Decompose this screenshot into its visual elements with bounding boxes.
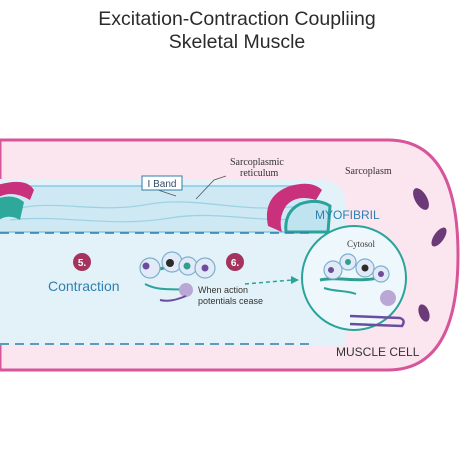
- sarcoplasmic-reticulum-band: [0, 186, 312, 232]
- sarcoplasm-label: Sarcoplasm: [345, 166, 392, 177]
- step-5-badge: [73, 253, 91, 271]
- when-action-label-line-2: potentials cease: [198, 296, 263, 306]
- relaxation-arrow: [244, 279, 293, 285]
- cytosol-zoom-circle: [301, 225, 407, 331]
- mitochondrion-1: [413, 188, 429, 210]
- title-line-2: Skeletal Muscle: [168, 31, 306, 53]
- contracted-filament-cluster: [139, 251, 216, 302]
- terminal-cisterna-right: [266, 183, 322, 232]
- title-line-1: Excitation-Contraction Coupliing: [98, 8, 376, 30]
- i-band-label: I Band: [148, 179, 177, 190]
- step-6-number: 6.: [231, 258, 240, 269]
- contraction-label: Contraction: [48, 278, 120, 294]
- mitochondrion-3: [418, 304, 430, 322]
- muscle-cell-label: MUSCLE CELL: [336, 345, 420, 359]
- cytosol-label: Cytosol: [347, 239, 376, 249]
- sarcoplasmic-reticulum-label-line-1: Sarcoplasmic: [230, 157, 284, 168]
- step-5-number: 5.: [78, 258, 87, 269]
- i-band-label-box: [141, 175, 183, 191]
- terminal-cisterna-left: [0, 181, 34, 200]
- when-action-label-line-1: When action: [198, 285, 248, 295]
- sarcoplasmic-reticulum-label-line-2: reticulum: [240, 168, 279, 179]
- myofibril-label: MYOFIBRIL: [315, 208, 380, 222]
- step-6-badge: [226, 253, 244, 271]
- relaxed-filament-cluster: [319, 253, 405, 328]
- mitochondrion-2: [431, 227, 447, 247]
- diagram-title: Excitation-Contraction Coupliing Skeleta…: [0, 8, 474, 54]
